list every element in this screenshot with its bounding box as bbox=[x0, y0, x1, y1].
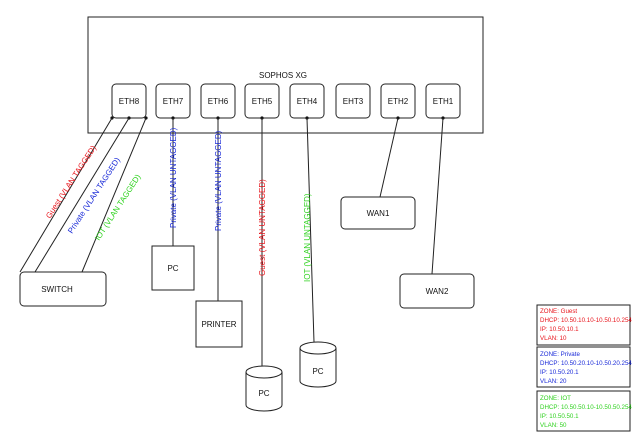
pc-eth7-device: PC bbox=[151, 245, 195, 291]
wan2-device: WAN2 bbox=[399, 273, 475, 309]
firewall-title: SOPHOS XG bbox=[259, 71, 307, 80]
zone-guest-line: DHCP: 10.50.10.10-10.50.10.254 bbox=[540, 317, 632, 324]
link-label-eth5: Guest (VLAN UNTAGGED) bbox=[258, 179, 267, 276]
link-lines bbox=[19, 117, 444, 367]
zone-private-box: ZONE: Private DHCP: 10.50.20.10-10.50.20… bbox=[536, 346, 632, 388]
port-eth5: ETH5 bbox=[244, 83, 280, 119]
port-eth2: ETH2 bbox=[380, 83, 416, 119]
pc-label: PC bbox=[258, 389, 269, 398]
zone-iot-line: DHCP: 10.50.50.10-10.50.50.254 bbox=[540, 404, 632, 411]
zone-iot-box: ZONE: IOT DHCP: 10.50.50.10-10.50.50.254… bbox=[536, 390, 632, 432]
port-eth7: ETH7 bbox=[155, 83, 191, 119]
port-eth1: ETH1 bbox=[425, 83, 461, 119]
pc-label: PC bbox=[167, 264, 178, 273]
wan2-label: WAN2 bbox=[426, 287, 449, 296]
pc-eth4-cylinder: PC bbox=[299, 341, 337, 388]
link-label-eth6: Private (VLAN UNTAGGED) bbox=[214, 130, 223, 231]
port-label: EHT3 bbox=[343, 97, 364, 106]
zone-iot-line: IP: 10.50.50.1 bbox=[540, 413, 579, 420]
port-eth6: ETH6 bbox=[200, 83, 236, 119]
port-label: ETH1 bbox=[433, 97, 454, 106]
port-eht3: EHT3 bbox=[335, 83, 371, 119]
link-label-eth4: IOT (VLAN UNTAGGED) bbox=[303, 193, 312, 282]
switch-device: SWITCH bbox=[19, 271, 107, 307]
firewall-box bbox=[87, 16, 484, 134]
port-label: ETH5 bbox=[252, 97, 273, 106]
zone-private-line: VLAN: 20 bbox=[540, 378, 567, 385]
pc-eth5-cylinder: PC bbox=[245, 365, 283, 412]
port-eth4: ETH4 bbox=[289, 83, 325, 119]
pc-label: PC bbox=[312, 367, 323, 376]
zone-private-line: IP: 10.50.20.1 bbox=[540, 369, 579, 376]
wan1-device: WAN1 bbox=[340, 196, 416, 230]
zone-guest-line: IP: 10.50.10.1 bbox=[540, 326, 579, 333]
port-label: ETH6 bbox=[208, 97, 229, 106]
printer-label: PRINTER bbox=[201, 320, 236, 329]
port-label: ETH4 bbox=[297, 97, 318, 106]
zone-iot-line: VLAN: 50 bbox=[540, 422, 567, 429]
zone-guest-box: ZONE: Guest DHCP: 10.50.10.10-10.50.10.2… bbox=[536, 304, 632, 346]
port-label: ETH7 bbox=[163, 97, 184, 106]
zone-iot-line: ZONE: IOT bbox=[540, 395, 571, 402]
zone-private-line: ZONE: Private bbox=[540, 351, 580, 358]
zone-guest-line: VLAN: 10 bbox=[540, 335, 567, 342]
zone-guest-line: ZONE: Guest bbox=[540, 308, 577, 315]
port-eth8: ETH8 bbox=[111, 83, 147, 119]
zone-private-line: DHCP: 10.50.20.10-10.50.20.254 bbox=[540, 360, 632, 367]
port-label: ETH2 bbox=[388, 97, 409, 106]
link-label-eth7: Private (VLAN UNTAGGED) bbox=[169, 127, 178, 228]
printer-device: PRINTER bbox=[195, 300, 243, 348]
switch-label: SWITCH bbox=[41, 285, 73, 294]
wan1-label: WAN1 bbox=[367, 209, 390, 218]
port-label: ETH8 bbox=[119, 97, 140, 106]
